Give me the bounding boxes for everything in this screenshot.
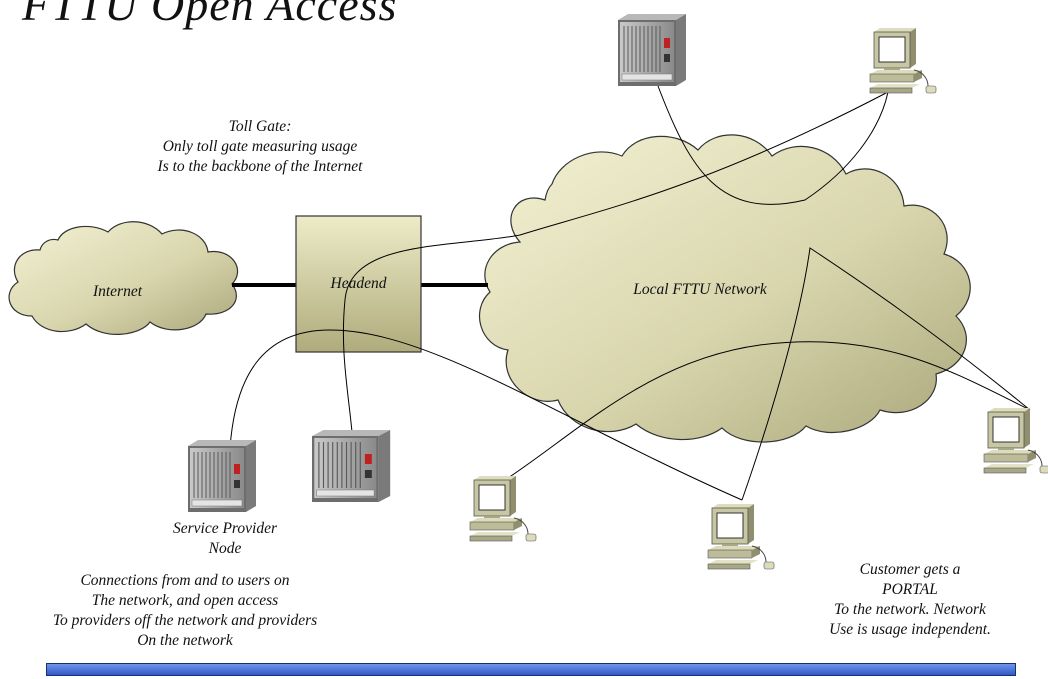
internet-cloud bbox=[8, 221, 238, 335]
customer-portal-line: Customer gets a bbox=[859, 561, 961, 578]
connections-line: The network, and open access bbox=[91, 592, 279, 609]
connections-note: Connections from and to users on The net… bbox=[0, 571, 370, 651]
customer-portal-line: To the network. Network bbox=[834, 601, 986, 618]
server-rack-icon bbox=[187, 439, 257, 513]
local-fttu-network-label: Local FTTU Network bbox=[633, 281, 767, 298]
server-rack-icon bbox=[311, 429, 391, 503]
server-rack-icon bbox=[617, 13, 687, 87]
service-provider-node-label: Service Provider Node bbox=[145, 519, 305, 559]
toll-gate-line: Is to the backbone of the Internet bbox=[157, 158, 363, 175]
customer-portal-line: Use is usage independent. bbox=[829, 621, 991, 638]
toll-gate-note: Toll Gate: Only toll gate measuring usag… bbox=[110, 117, 410, 177]
slide-title: FTTU Open Access bbox=[22, 0, 398, 30]
customer-portal-note: Customer gets a PORTAL To the network. N… bbox=[790, 560, 1030, 640]
customer-portal-line: PORTAL bbox=[882, 581, 938, 598]
headend-box bbox=[295, 215, 422, 353]
computer-terminal-icon bbox=[869, 27, 937, 94]
computer-terminal-icon bbox=[469, 475, 537, 542]
connection-lines bbox=[229, 85, 1031, 501]
headend-label: Headend bbox=[330, 275, 387, 292]
toll-gate-line: Only toll gate measuring usage bbox=[162, 138, 358, 155]
service-provider-line: Service Provider bbox=[172, 520, 277, 537]
service-provider-line: Node bbox=[208, 540, 242, 557]
local-fttu-cloud bbox=[479, 134, 971, 443]
connections-line: On the network bbox=[137, 632, 233, 649]
connections-line: To providers off the network and provide… bbox=[52, 612, 318, 629]
toll-gate-line: Toll Gate: bbox=[228, 118, 292, 135]
computer-terminal-icon bbox=[983, 407, 1048, 474]
footer-bar bbox=[46, 663, 1016, 676]
connections-line: Connections from and to users on bbox=[80, 572, 290, 589]
computer-terminal-icon bbox=[707, 503, 775, 570]
internet-cloud-label: Internet bbox=[92, 283, 143, 300]
